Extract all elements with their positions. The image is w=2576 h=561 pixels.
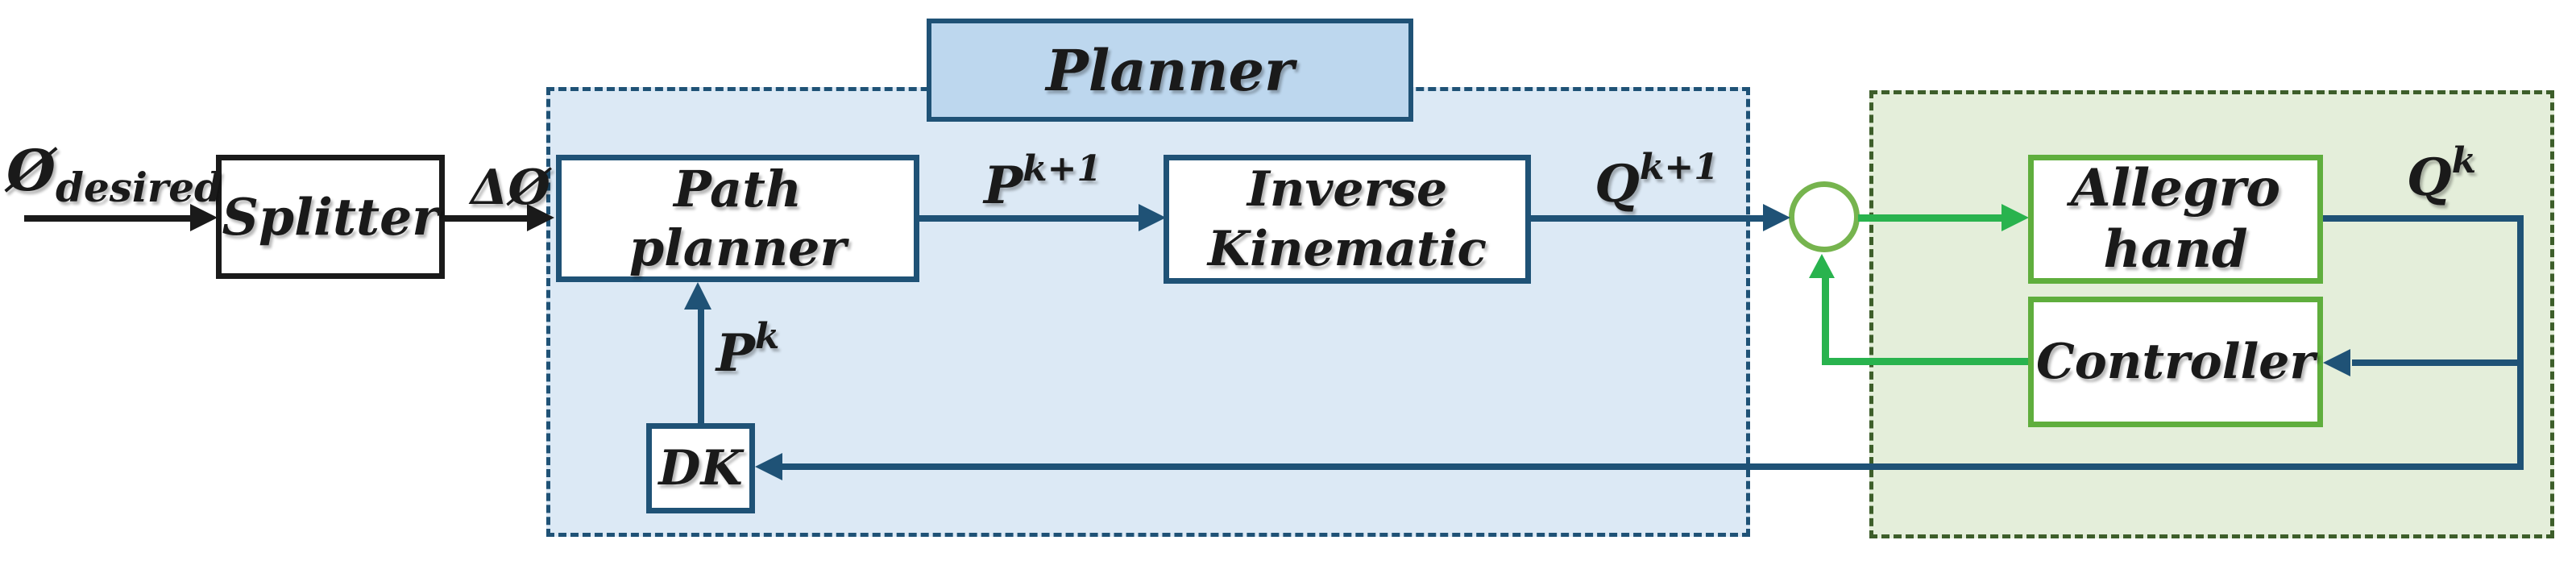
planner-region-title-label: Planner — [1046, 36, 1294, 104]
input-arrow-line — [24, 215, 190, 222]
allegro-hand-block: Allegro hand — [2028, 155, 2323, 284]
q-current-signal-superscript: k — [2451, 140, 2477, 181]
planner-region-title: Planner — [927, 19, 1413, 122]
q-next-signal-superscript: k+1 — [1639, 147, 1719, 188]
p-next-signal-label: Pk+1 — [984, 148, 1101, 216]
q-next-arrow-line — [1531, 215, 1763, 222]
p-next-arrow-line — [919, 215, 1139, 222]
allegro-hand-label-line1: Allegro — [2070, 158, 2281, 218]
q-next-arrowhead-icon — [1763, 204, 1790, 231]
controller-input-line — [2352, 359, 2517, 366]
p-next-arrowhead-icon — [1139, 204, 1166, 231]
dk-block: DK — [646, 423, 755, 513]
q-current-vertical-line — [2517, 215, 2524, 470]
allegro-hand-label-line2: hand — [2103, 219, 2248, 280]
p-current-signal-superscript: k — [754, 316, 780, 357]
input-signal-symbol: Ø — [6, 137, 56, 204]
q-current-signal-symbol: Q — [2406, 148, 2452, 208]
delta-arrowhead-icon — [527, 204, 554, 231]
input-arrowhead-icon — [190, 204, 218, 231]
path-planner-block: Path planner — [556, 155, 919, 282]
q-next-signal-label: Qk+1 — [1595, 147, 1719, 214]
delta-signal-symbol: ΔØ — [471, 160, 550, 216]
inverse-kinematic-block: Inverse Kinematic — [1164, 155, 1531, 284]
p-next-signal-symbol: P — [983, 156, 1023, 216]
p-current-signal-symbol: P — [716, 323, 755, 384]
controller-block: Controller — [2028, 297, 2323, 427]
controller-input-arrowhead-icon — [2323, 349, 2350, 376]
feedback-to-dk-line — [782, 463, 2517, 470]
junction-to-hand-arrow-line — [1858, 214, 2001, 222]
input-signal-subscript: desired — [55, 164, 223, 211]
junction-to-hand-arrowhead-icon — [2001, 204, 2029, 231]
dk-to-path-planner-line — [698, 308, 704, 423]
q-next-signal-symbol: Q — [1595, 154, 1640, 214]
splitter-label: Splitter — [222, 187, 439, 247]
p-current-signal-label: Pk — [716, 316, 780, 384]
input-signal-label: Ødesired — [6, 137, 222, 211]
dk-to-path-planner-arrowhead-icon — [684, 282, 711, 310]
delta-arrow-line — [445, 215, 527, 222]
dk-label: DK — [658, 440, 743, 497]
junction-input-arrowhead-icon — [1809, 254, 1835, 278]
controller-label: Controller — [2035, 334, 2316, 390]
summing-junction-circle — [1789, 181, 1860, 252]
controller-output-vertical-line — [1822, 274, 1829, 361]
p-next-signal-superscript: k+1 — [1023, 148, 1102, 189]
splitter-block: Splitter — [216, 155, 445, 279]
feedback-to-dk-arrowhead-icon — [755, 453, 782, 480]
q-current-signal-label: Qk — [2407, 140, 2476, 208]
inverse-kinematic-label-line2: Kinematic — [1207, 221, 1487, 277]
delta-signal-label: ΔØ — [471, 160, 550, 216]
path-planner-label: Path planner — [628, 160, 847, 277]
controller-output-horizontal-line — [1822, 358, 2028, 365]
q-current-horizontal-line — [2323, 215, 2524, 222]
inverse-kinematic-label-line1: Inverse — [1247, 161, 1448, 218]
